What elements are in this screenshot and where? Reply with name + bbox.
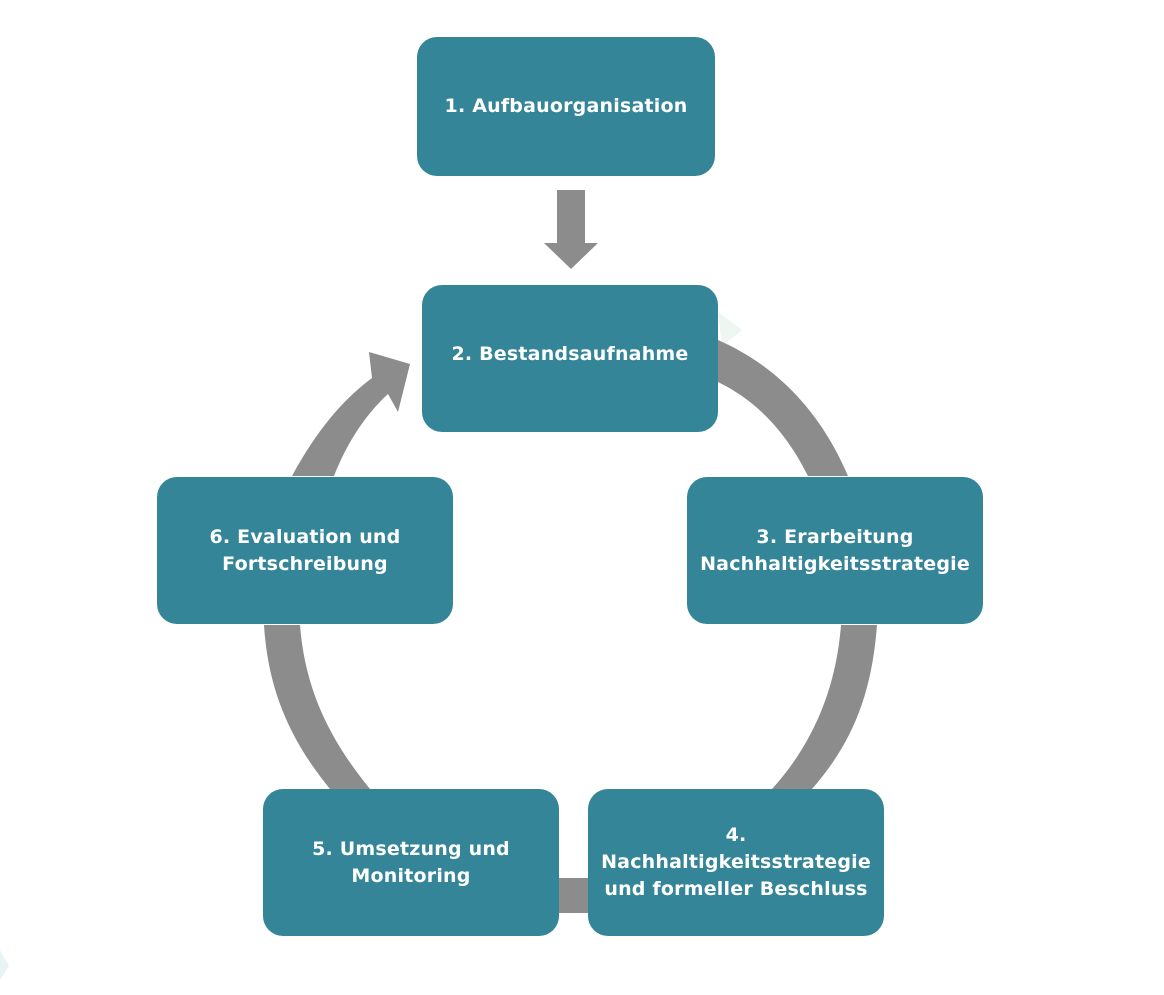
step-6-label-line-1: 6. Evaluation und <box>209 525 401 548</box>
step-5-label-line-1: 5. Umsetzung und <box>312 837 510 860</box>
step-6-label-line-2: Fortschreibung <box>222 552 388 575</box>
connector-1-to-2 <box>544 190 598 269</box>
connector-2-to-3 <box>718 340 848 476</box>
step-3-box: 3. Erarbeitung Nachhaltigkeitsstrategie <box>687 477 983 624</box>
step-2-box: 2. Bestandsaufnahme <box>422 285 718 432</box>
step-4-box: 4. Nachhaltigkeitsstrategie und formelle… <box>588 789 884 936</box>
step-4-label-line-1: 4. Nachhaltigkeitsstrategie <box>601 824 871 873</box>
connector-3-to-4 <box>772 625 877 789</box>
step-1-label: 1. Aufbauorganisation <box>444 95 688 117</box>
connector-6-to-2 <box>292 352 410 476</box>
corner-decoration <box>0 950 9 980</box>
step-4-label-line-2: und formeller Beschluss <box>604 878 868 900</box>
step-3-label-line-2: Nachhaltigkeitsstrategie <box>700 552 970 575</box>
connector-4-to-5 <box>559 878 588 913</box>
connector-5-to-6 <box>264 625 370 789</box>
step-3-label-line-1: 3. Erarbeitung <box>756 525 914 548</box>
decorative-accent <box>718 312 742 346</box>
step-5-box: 5. Umsetzung und Monitoring <box>263 789 559 936</box>
step-1-box: 1. Aufbauorganisation <box>417 37 715 176</box>
step-6-box: 6. Evaluation und Fortschreibung <box>157 477 453 624</box>
step-5-label-line-2: Monitoring <box>351 864 471 887</box>
step-2-label: 2. Bestandsaufnahme <box>451 343 689 365</box>
